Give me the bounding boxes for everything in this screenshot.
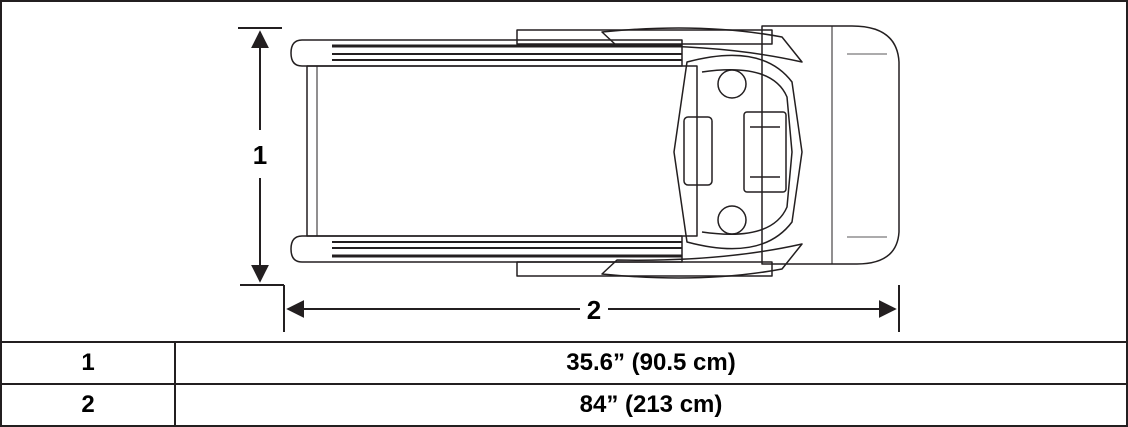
dimension-key: 1 — [1, 342, 175, 384]
treadmill-outline — [291, 26, 899, 278]
dimension-value: 35.6” (90.5 cm) — [175, 342, 1127, 384]
dimension-1-callout: 1 — [253, 140, 267, 170]
walking-deck — [307, 66, 697, 236]
treadmill-top-view: 1 2 — [2, 2, 1128, 345]
table-row: 1 35.6” (90.5 cm) — [1, 342, 1127, 384]
dimension-2-callout: 2 — [587, 295, 601, 325]
left-handrail — [517, 30, 772, 44]
right-speaker — [718, 206, 746, 234]
dimension-key: 2 — [1, 384, 175, 426]
motor-hood — [762, 26, 899, 264]
console-display — [684, 117, 712, 185]
dimension-value: 84” (213 cm) — [175, 384, 1127, 426]
dimensions-table: 1 35.6” (90.5 cm) 2 84” (213 cm) — [0, 341, 1128, 427]
right-handrail — [517, 262, 772, 276]
console — [674, 55, 802, 248]
table-row: 2 84” (213 cm) — [1, 384, 1127, 426]
left-speaker — [718, 70, 746, 98]
treadmill-drawing-panel: 1 2 — [0, 0, 1128, 343]
